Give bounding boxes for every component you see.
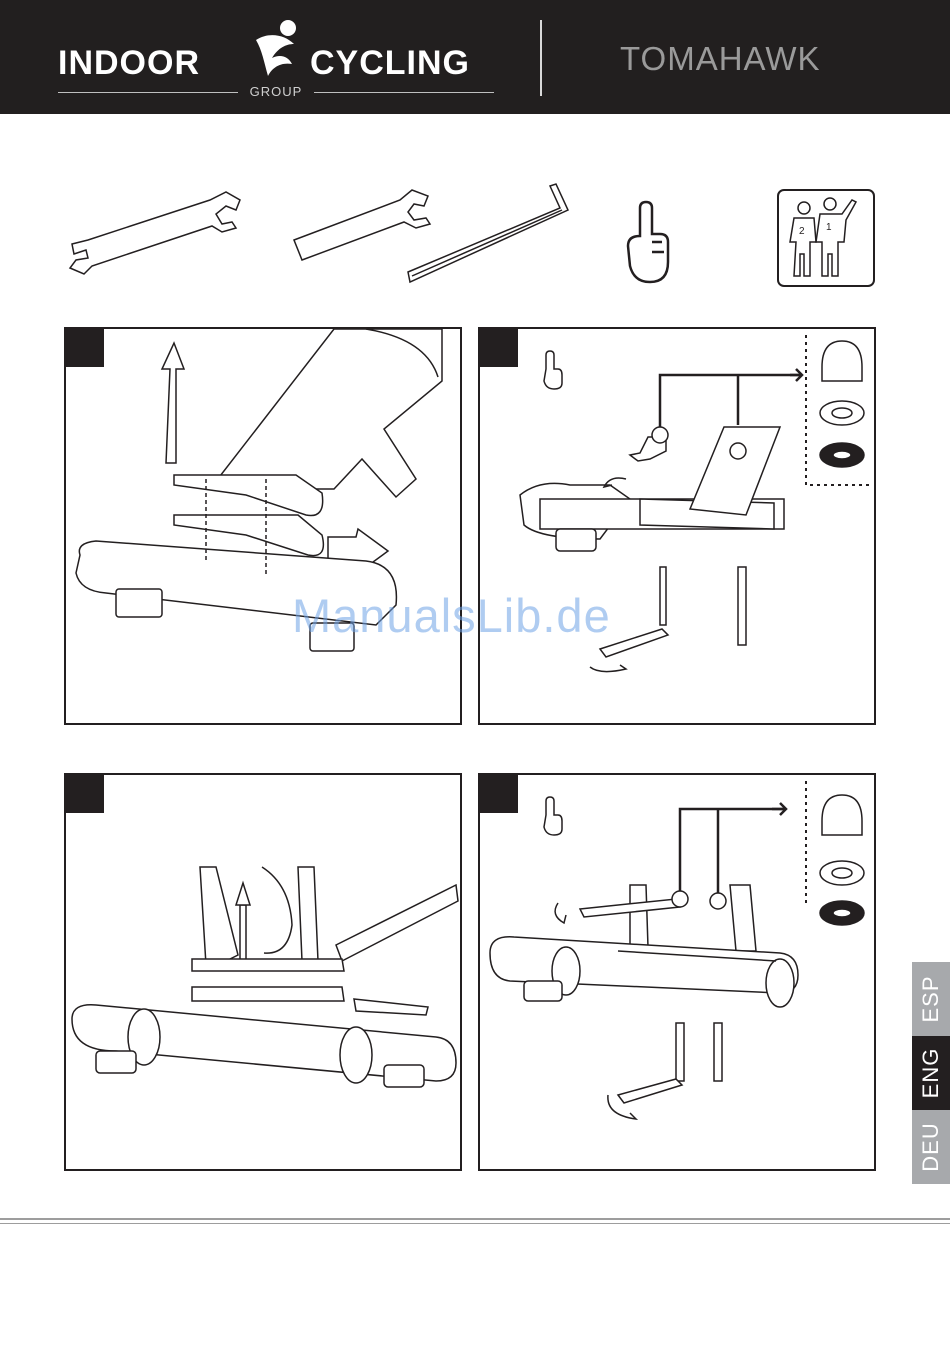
brand-word-indoor: INDOOR: [58, 44, 200, 83]
brand-word-cycling: CYCLING: [310, 44, 470, 83]
pointing-hand-icon: [544, 351, 562, 389]
language-tab-eng[interactable]: ENG: [912, 1036, 950, 1110]
frame-lift-illustration: [66, 329, 460, 723]
assembly-step-panel-2: [478, 327, 876, 725]
assembly-step-panel-1: [64, 327, 462, 725]
acorn-nut-icon: [822, 795, 862, 835]
open-end-wrench-icon: [70, 192, 240, 274]
assembly-step-panel-4: [478, 773, 876, 1171]
frame-lift-illustration: [66, 775, 460, 1169]
acorn-nut-icon: [822, 341, 862, 381]
cyclist-logo-icon: [250, 18, 308, 78]
bolt-assembly-illustration: [480, 329, 874, 723]
language-tab-esp[interactable]: ESP: [912, 962, 950, 1036]
pointing-hand-icon: [544, 797, 562, 835]
svg-text:1: 1: [826, 222, 832, 233]
washer-icon: [820, 401, 864, 425]
footer-rule: [0, 1218, 950, 1224]
spring-washer-icon: [820, 443, 864, 467]
language-tab-deu[interactable]: DEU: [912, 1110, 950, 1184]
assembly-step-panel-3: [64, 773, 462, 1171]
hex-key-icon: [408, 184, 568, 282]
watermark-text: ManualsLib.de: [292, 588, 611, 643]
indoor-cycling-group-logo: INDOOR CYCLING GROUP: [58, 44, 498, 104]
brand-sub-text: GROUP: [244, 84, 308, 99]
brand-sub-row: GROUP: [58, 84, 494, 100]
open-end-wrench-icon: [294, 190, 430, 260]
pointing-hand-icon: [628, 202, 668, 282]
language-tabs: ESP ENG DEU: [912, 962, 950, 1184]
page-header: INDOOR CYCLING GROUP TOMAHAWK: [0, 0, 950, 114]
tomahawk-logo: TOMAHAWK: [620, 40, 821, 80]
two-person-assembly-icon: 2 1: [778, 190, 874, 286]
washer-icon: [820, 861, 864, 885]
svg-text:2: 2: [799, 226, 805, 237]
brand-tomahawk-text: TOMAHAWK: [620, 40, 821, 77]
tools-row: 2 1: [0, 170, 950, 300]
bolt-assembly-illustration: [480, 775, 874, 1169]
language-tab-label: DEU: [918, 1122, 944, 1171]
header-divider: [540, 20, 542, 96]
language-tab-label: ESP: [918, 975, 944, 1022]
language-tab-label: ENG: [918, 1048, 944, 1099]
spring-washer-icon: [820, 901, 864, 925]
